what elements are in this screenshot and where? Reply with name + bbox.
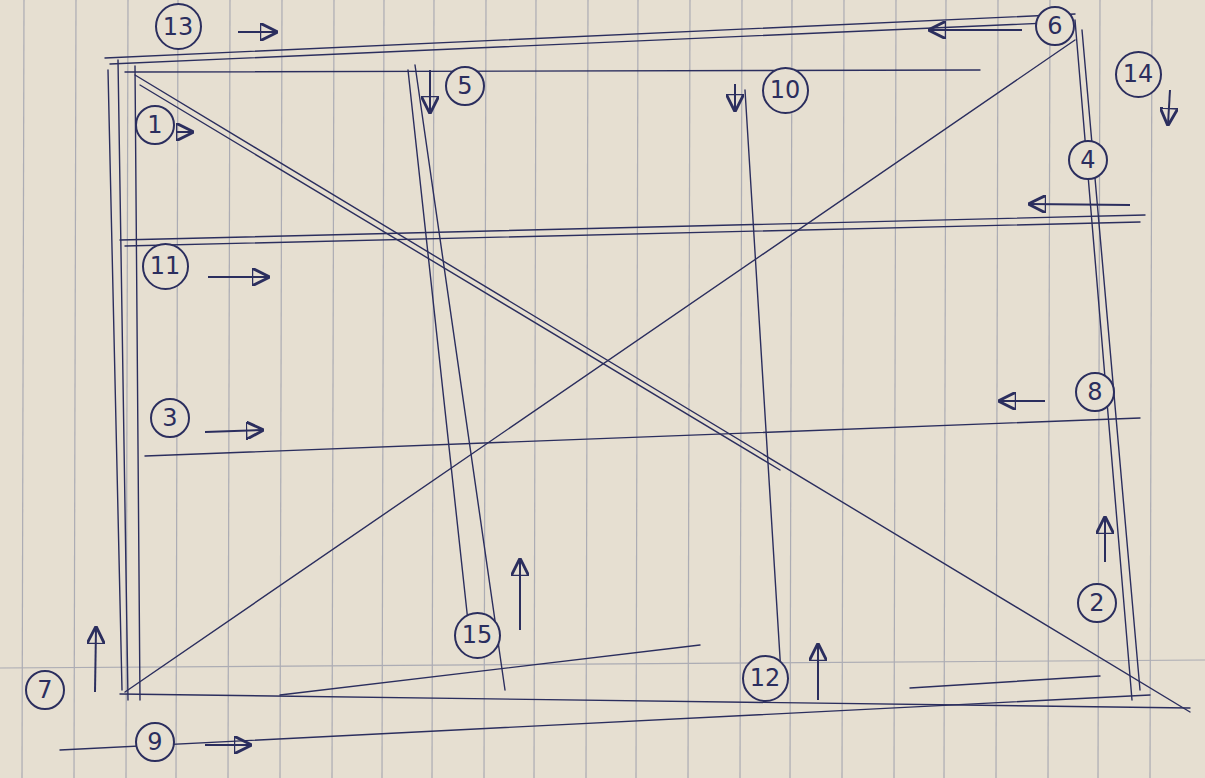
callout-number: 6	[1047, 14, 1062, 38]
callout-number: 7	[37, 678, 52, 702]
callout-number: 9	[147, 730, 162, 754]
callout-number: 11	[150, 254, 181, 278]
callout-number: 14	[1123, 62, 1154, 86]
callout-circle: 6	[1035, 6, 1075, 46]
callout-circle: 10	[762, 67, 809, 114]
callout-circle: 2	[1077, 583, 1117, 623]
callout-number: 13	[163, 15, 194, 39]
callout-circle: 13	[155, 3, 202, 50]
callout-number: 8	[1087, 380, 1102, 404]
callout-circle: 3	[150, 398, 190, 438]
callout-number: 3	[162, 406, 177, 430]
callout-circle: 14	[1115, 51, 1162, 98]
callout-number: 10	[770, 78, 801, 102]
callout-circle: 9	[135, 722, 175, 762]
sketch-lines	[60, 14, 1190, 750]
callout-circle: 1	[135, 105, 175, 145]
callout-circle: 8	[1075, 372, 1115, 412]
callout-number: 15	[462, 623, 493, 647]
callout-number: 4	[1080, 148, 1095, 172]
callout-circle: 11	[142, 243, 189, 290]
direction-arrows	[95, 30, 1170, 745]
callout-circle: 4	[1068, 140, 1108, 180]
callout-number: 1	[147, 113, 162, 137]
callout-circle: 15	[454, 612, 501, 659]
callout-number: 12	[750, 666, 781, 690]
callout-number: 2	[1089, 591, 1104, 615]
callout-circle: 5	[445, 66, 485, 106]
callout-circle: 12	[742, 655, 789, 702]
callout-number: 5	[457, 74, 472, 98]
callout-circle: 7	[25, 670, 65, 710]
